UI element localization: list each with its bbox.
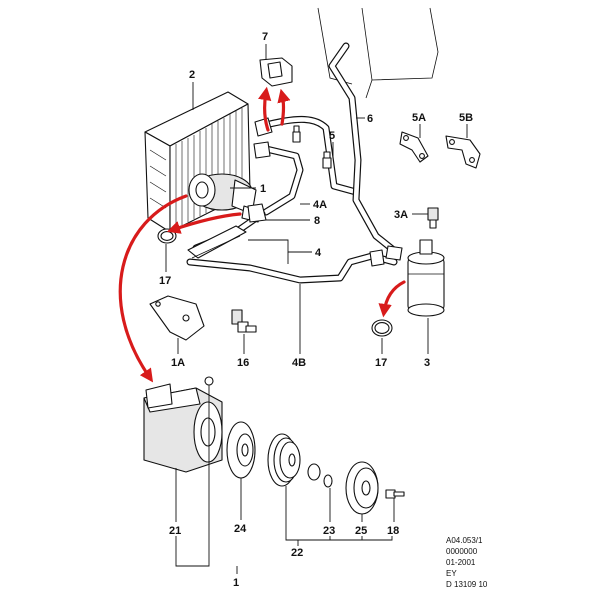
callout-22: 22 xyxy=(291,547,303,559)
callout-21: 21 xyxy=(169,525,181,537)
callout-1A: 1A xyxy=(171,357,185,369)
callout-4: 4 xyxy=(315,247,322,259)
callout-3: 3 xyxy=(424,357,430,369)
condenser-fins xyxy=(149,108,243,228)
bracket-5B xyxy=(445,135,481,169)
callout-16: 16 xyxy=(237,357,249,369)
service-valve-5 xyxy=(292,125,332,169)
callout-23: 23 xyxy=(323,525,335,537)
callout-8: 8 xyxy=(314,215,320,227)
bolt xyxy=(204,376,214,400)
callout-17-left: 17 xyxy=(159,275,171,287)
coil-24 xyxy=(226,421,256,479)
o-ring-17-right xyxy=(371,319,393,337)
callout-1-bottom: 1 xyxy=(233,577,239,589)
callout-18: 18 xyxy=(387,525,399,537)
clip-bracket-7 xyxy=(259,57,293,87)
drawing-reference: A04.053/1 0000000 01-2001 EY D 13109 10 xyxy=(446,536,488,589)
callout-1-top: 1 xyxy=(260,183,266,195)
vehicle-body-panel xyxy=(317,7,439,99)
callout-24: 24 xyxy=(234,523,247,535)
spacer-23 xyxy=(307,463,333,488)
reference-line-2: 0000000 xyxy=(446,547,478,556)
receiver-drier-3 xyxy=(407,239,445,317)
pulley xyxy=(267,433,301,487)
callout-5A: 5A xyxy=(412,112,426,124)
leader-lines xyxy=(165,44,468,574)
callout-3A: 3A xyxy=(394,209,408,221)
callout-2: 2 xyxy=(189,69,195,81)
callout-6: 6 xyxy=(367,113,373,125)
reference-line-5: D 13109 10 xyxy=(446,580,488,589)
reference-line-4: EY xyxy=(446,569,457,578)
callout-25: 25 xyxy=(355,525,367,537)
bracket-5A xyxy=(399,131,429,163)
pipe-group-4 xyxy=(187,225,247,259)
reference-line-1: A04.053/1 xyxy=(446,536,483,545)
compressor-21 xyxy=(143,383,223,473)
reference-line-3: 01-2001 xyxy=(446,558,476,567)
callout-5: 5 xyxy=(329,130,335,142)
callout-5B: 5B xyxy=(459,112,473,124)
compressor-installed xyxy=(188,173,263,223)
callout-labels: 7 2 6 5 5A 5B 1 4A 8 3A 4 17 1A 16 4B 17… xyxy=(159,31,473,589)
callout-17-right: 17 xyxy=(375,357,387,369)
pressure-switch-3A xyxy=(427,207,439,229)
clutch-plate-25 xyxy=(345,461,379,515)
callout-4B: 4B xyxy=(292,357,306,369)
bracket-1A xyxy=(149,295,205,341)
bolt-18 xyxy=(385,489,405,499)
assembly-arrows xyxy=(118,86,406,383)
sensor-16 xyxy=(231,309,257,333)
callout-7: 7 xyxy=(262,31,268,43)
callout-4A: 4A xyxy=(313,199,327,211)
